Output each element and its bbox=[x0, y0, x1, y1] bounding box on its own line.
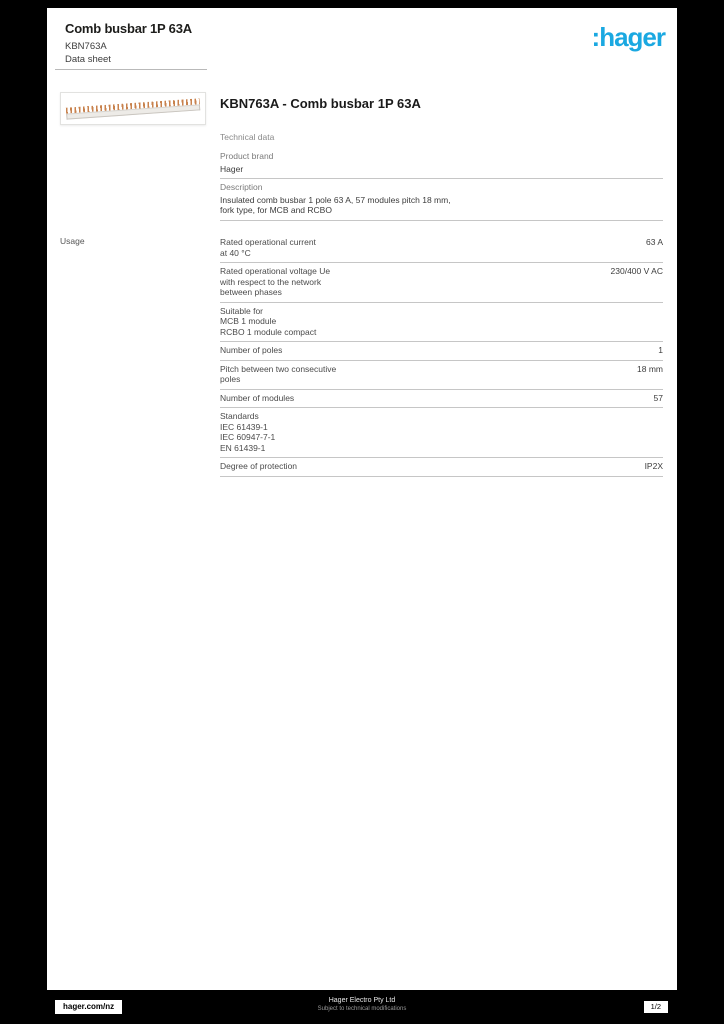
row-value: 1 bbox=[658, 345, 663, 355]
header-title: Comb busbar 1P 63A bbox=[65, 21, 192, 36]
busbar-illustration bbox=[65, 98, 201, 120]
row-label: Product brand bbox=[220, 151, 274, 161]
row-label: Degree of protection bbox=[220, 461, 298, 471]
table-row: Number of modules 57 bbox=[220, 390, 663, 408]
row-label: Number of modules bbox=[220, 392, 295, 403]
table-row: Description Insulated comb busbar 1 pole… bbox=[220, 179, 663, 221]
row-label: Rated operational voltage Ue with respec… bbox=[220, 266, 331, 297]
table-row: Rated operational current at 40 °C 63 A bbox=[220, 234, 663, 263]
row-label: Number of poles bbox=[220, 345, 283, 355]
row-value: Hager bbox=[220, 163, 244, 174]
section-subtitle: Technical data bbox=[220, 132, 275, 142]
row-label: Suitable for MCB 1 module RCBO 1 module … bbox=[220, 305, 317, 337]
row-label: Pitch between two consecutive poles bbox=[220, 363, 337, 385]
row-value: 57 bbox=[653, 392, 663, 403]
header-doctype: Data sheet bbox=[65, 54, 111, 65]
row-label: Standards IEC 61439-1 IEC 60947-7-1 EN 6… bbox=[220, 411, 276, 453]
table-row: Rated operational voltage Ue with respec… bbox=[220, 263, 663, 303]
hager-logo: :hager bbox=[591, 22, 666, 52]
product-image bbox=[60, 92, 206, 125]
row-value: 18 mm bbox=[637, 363, 663, 374]
row-label: Description bbox=[220, 182, 263, 192]
footer-page-badge: 1/2 bbox=[643, 1001, 668, 1013]
row-label: Rated operational current at 40 °C bbox=[220, 237, 316, 258]
table-row: Standards IEC 61439-1 IEC 60947-7-1 EN 6… bbox=[220, 408, 663, 458]
footer-center-block: Hager Electro Pty Ltd Subject to technic… bbox=[318, 997, 407, 1012]
header-block: Comb busbar 1P 63A KBN763A Data sheet bbox=[65, 21, 192, 65]
row-value: 230/400 V AC bbox=[610, 266, 663, 276]
row-value: Insulated comb busbar 1 pole 63 A, 57 mo… bbox=[220, 194, 451, 216]
table-row: Degree of protection IP2X bbox=[220, 458, 663, 477]
product-title: KBN763A - Comb busbar 1P 63A bbox=[220, 96, 421, 111]
row-value: 63 A bbox=[645, 237, 663, 247]
footer-company: Hager Electro Pty Ltd bbox=[328, 997, 396, 1004]
page-sheet: Comb busbar 1P 63A KBN763A Data sheet :h… bbox=[47, 8, 677, 990]
header-reference: KBN763A bbox=[65, 41, 107, 52]
technical-table: Rated operational current at 40 °C 63 A … bbox=[220, 234, 663, 477]
footer-website-link[interactable]: hager.com/nz bbox=[55, 1000, 123, 1014]
footer-note: Subject to technical modifications bbox=[317, 1006, 407, 1012]
row-value: IP2X bbox=[644, 461, 663, 471]
footer: hager.com/nz Hager Electro Pty Ltd Subje… bbox=[0, 990, 724, 1024]
header-divider bbox=[55, 69, 207, 70]
table-row: Pitch between two consecutive poles 18 m… bbox=[220, 361, 663, 390]
table-row: Number of poles 1 bbox=[220, 342, 663, 361]
table-row: Suitable for MCB 1 module RCBO 1 module … bbox=[220, 303, 663, 342]
side-label: Usage bbox=[60, 236, 85, 246]
general-table: Product brand Hager Description Insulate… bbox=[220, 148, 663, 221]
table-row: Product brand Hager bbox=[220, 148, 663, 179]
